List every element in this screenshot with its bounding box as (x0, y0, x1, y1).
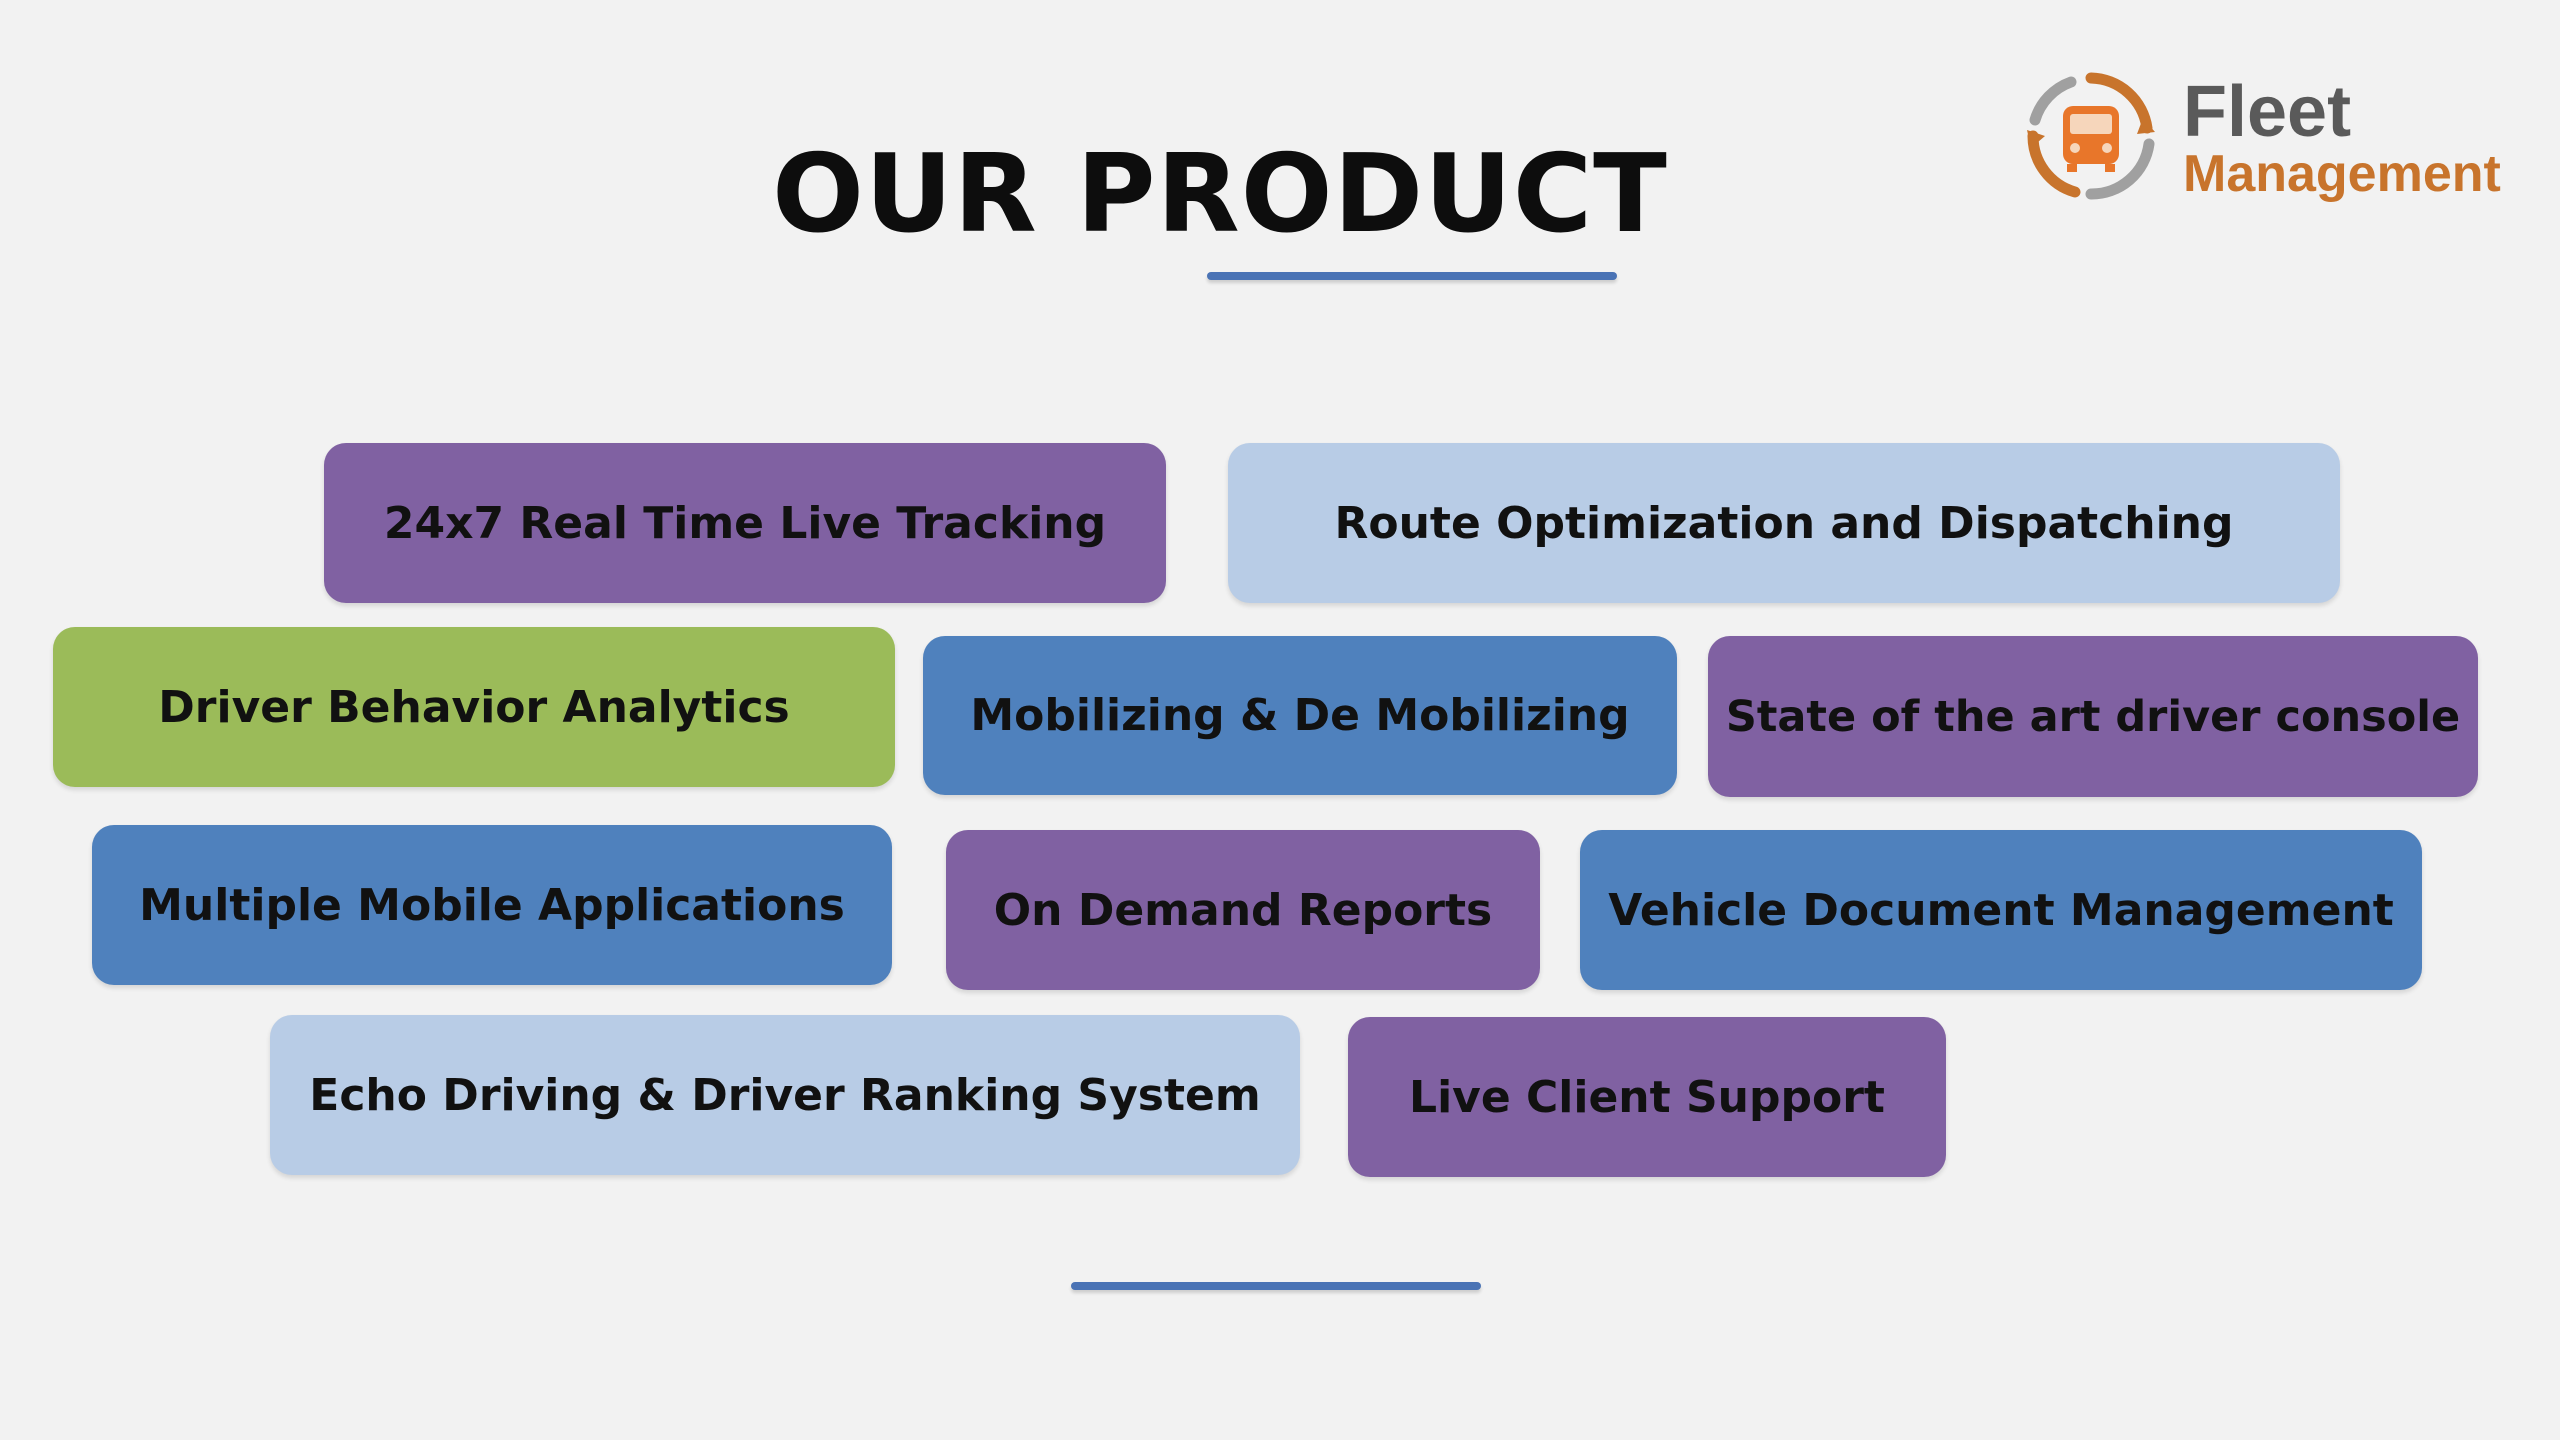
logo-text-fleet: Fleet (2183, 72, 2352, 152)
feature-label: Multiple Mobile Applications (139, 879, 845, 931)
logo-text-management: Management (2183, 145, 2501, 203)
feature-label: Live Client Support (1409, 1071, 1885, 1123)
fleet-management-logo: Fleet Management (2025, 70, 2501, 220)
feature-label: Driver Behavior Analytics (158, 681, 790, 733)
feature-label: Mobilizing & De Mobilizing (970, 690, 1630, 741)
feature-label: State of the art driver console (1725, 691, 2461, 742)
feature-label: On Demand Reports (993, 884, 1493, 936)
feature-live-tracking: 24x7 Real Time Live Tracking (324, 443, 1166, 603)
feature-driver-console: State of the art driver console (1708, 636, 2478, 797)
feature-label: Echo Driving & Driver Ranking System (309, 1069, 1261, 1121)
feature-driver-behavior: Driver Behavior Analytics (53, 627, 895, 787)
feature-vehicle-documents: Vehicle Document Management (1580, 830, 2422, 990)
feature-live-client-support: Live Client Support (1348, 1017, 1946, 1177)
feature-label: Vehicle Document Management (1608, 884, 2394, 936)
page-title: OUR PRODUCT (772, 132, 1668, 257)
feature-label: 24x7 Real Time Live Tracking (383, 497, 1107, 549)
feature-route-optimization: Route Optimization and Dispatching (1228, 443, 2340, 603)
truck-cycle-icon (2027, 72, 2155, 200)
feature-mobile-applications: Multiple Mobile Applications (92, 825, 892, 985)
feature-label: Route Optimization and Dispatching (1334, 497, 2234, 549)
bottom-divider (1071, 1282, 1481, 1290)
feature-mobilizing: Mobilizing & De Mobilizing (923, 636, 1677, 795)
title-underline (1207, 272, 1617, 280)
feature-on-demand-reports: On Demand Reports (946, 830, 1540, 990)
feature-echo-driving: Echo Driving & Driver Ranking System (270, 1015, 1300, 1175)
